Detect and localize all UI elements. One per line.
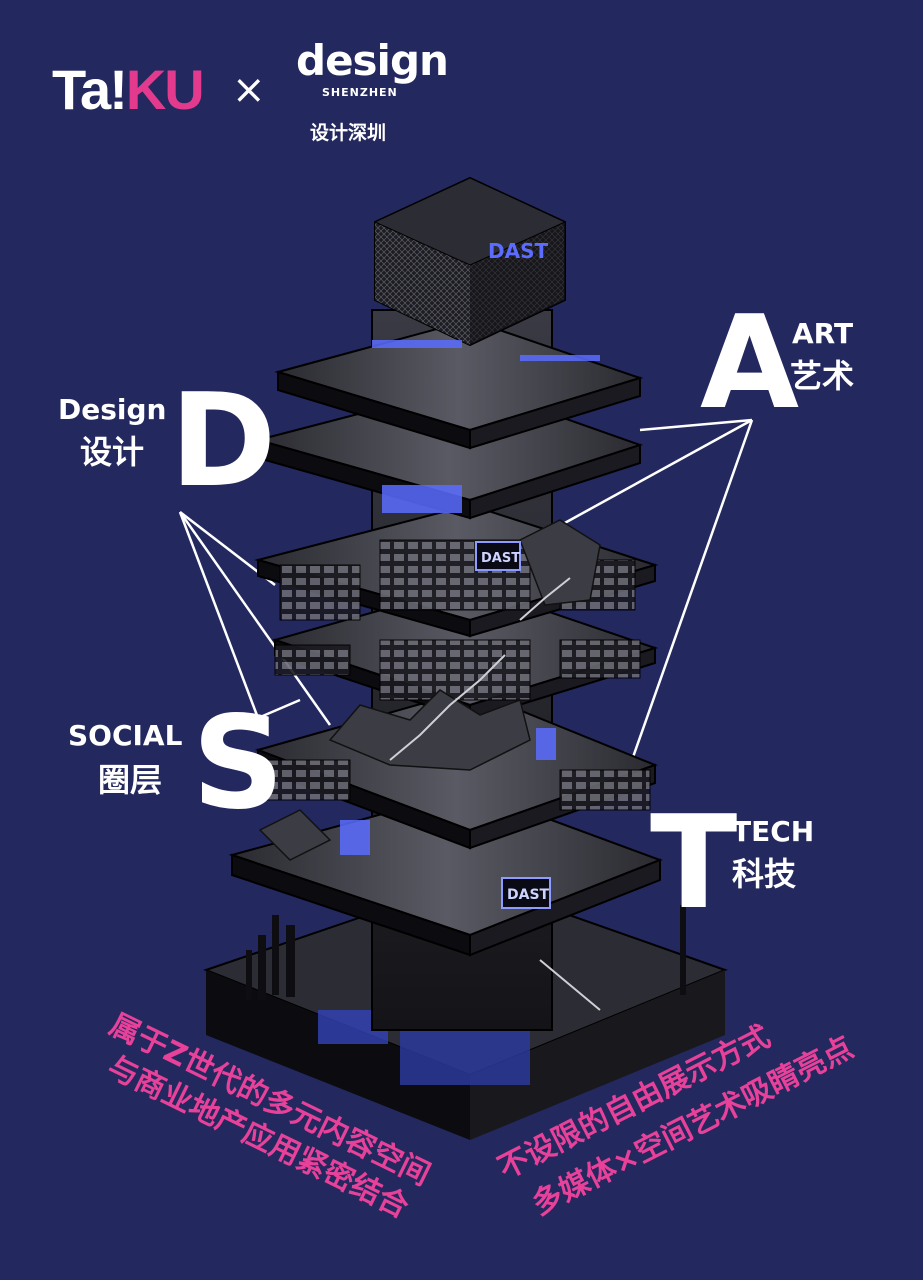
cross-symbol: × [232,67,266,113]
design-letter: D [170,367,277,516]
social-letter: S [192,689,285,838]
building-sign-top: DAST [488,239,548,263]
top-cube: DAST [373,176,567,347]
tech-label-en: TECH [732,815,815,848]
building-sign-mid: DAST [481,551,520,566]
taiku-logo-prefix: Ta! [52,58,128,121]
building-sign-low: DAST [507,887,550,903]
social-label-en: SOCIAL [68,719,183,752]
social-label-cn: 圈层 [98,761,163,799]
neon-lights [340,340,600,855]
taiku-logo-highlight: KU [125,58,205,121]
design-label-en: Design [58,393,167,426]
tech-label-cn: 科技 [732,855,797,893]
taiku-logo: Ta!KU [52,62,205,118]
design-label-cn: 设计 [80,433,145,471]
art-label-cn: 艺术 [790,357,855,395]
dast-signs: DAST DAST [475,541,551,909]
connector-lines [178,418,754,761]
design-shenzhen-city: SHENZHEN [322,86,398,99]
tech-letter: T [650,789,738,938]
design-shenzhen-cn: 设计深圳 [310,122,387,144]
staircases [389,577,601,1011]
floor-slabs [228,318,663,957]
base-platform [203,878,728,1140]
design-shenzhen-logo: design [296,36,449,85]
art-letter: A [700,289,800,438]
rock-formation [258,519,601,861]
art-label-en: ART [792,317,854,350]
